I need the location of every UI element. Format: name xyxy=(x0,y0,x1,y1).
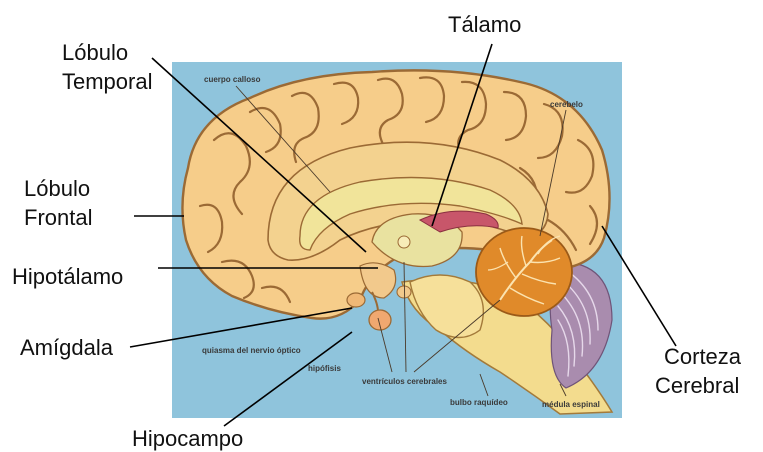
label-pituitary: hipófisis xyxy=(308,364,341,373)
amygdala xyxy=(347,293,365,307)
cerebellum xyxy=(476,228,572,316)
label-frontal-lobe-line1: Lóbulo xyxy=(24,176,90,201)
label-cerebellum: cerebelo xyxy=(550,100,583,109)
mammillary-body xyxy=(397,286,411,298)
label-cerebral-cortex-line1: Corteza xyxy=(664,344,742,369)
label-amygdala: Amígdala xyxy=(20,335,114,360)
label-frontal-lobe-line2: Frontal xyxy=(24,205,92,230)
label-temporal-lobe-line2: Temporal xyxy=(62,69,152,94)
label-hippocampus: Hipocampo xyxy=(132,426,243,451)
label-thalamus: Tálamo xyxy=(448,12,521,37)
label-temporal-lobe-line1: Lóbulo xyxy=(62,40,128,65)
label-spinal-cord: médula espinal xyxy=(542,400,600,409)
label-medulla: bulbo raquídeo xyxy=(450,398,508,407)
label-hypothalamus: Hipotálamo xyxy=(12,264,123,289)
label-ventricles: ventrículos cerebrales xyxy=(362,377,447,386)
label-optic-chiasm: quiasma del nervio óptico xyxy=(202,346,301,355)
label-corpus-callosum: cuerpo calloso xyxy=(204,75,261,84)
interthalamic-adhesion xyxy=(398,236,410,248)
label-cerebral-cortex-line2: Cerebral xyxy=(655,373,739,398)
